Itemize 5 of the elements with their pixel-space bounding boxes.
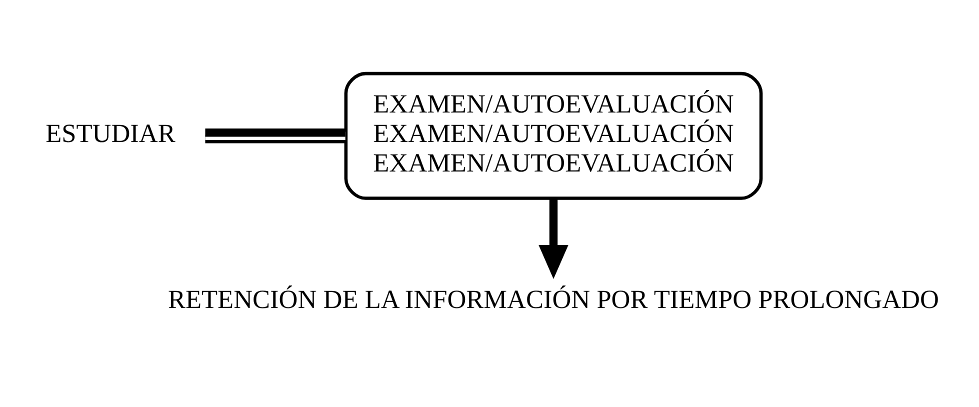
node-text: RETENCIÓN DE LA INFORMACIÓN POR TIEMPO PROLONGADO	[168, 284, 939, 314]
arrow	[538, 198, 568, 279]
node-text: ESTUDIAR	[46, 118, 176, 148]
node-box: EXAMEN/AUTOEVALUACIÓN EXAMEN/AUTOEVALUACIÓN EXAMEN/AUTOEVALUACIÓN	[344, 71, 763, 200]
connector	[205, 128, 346, 143]
